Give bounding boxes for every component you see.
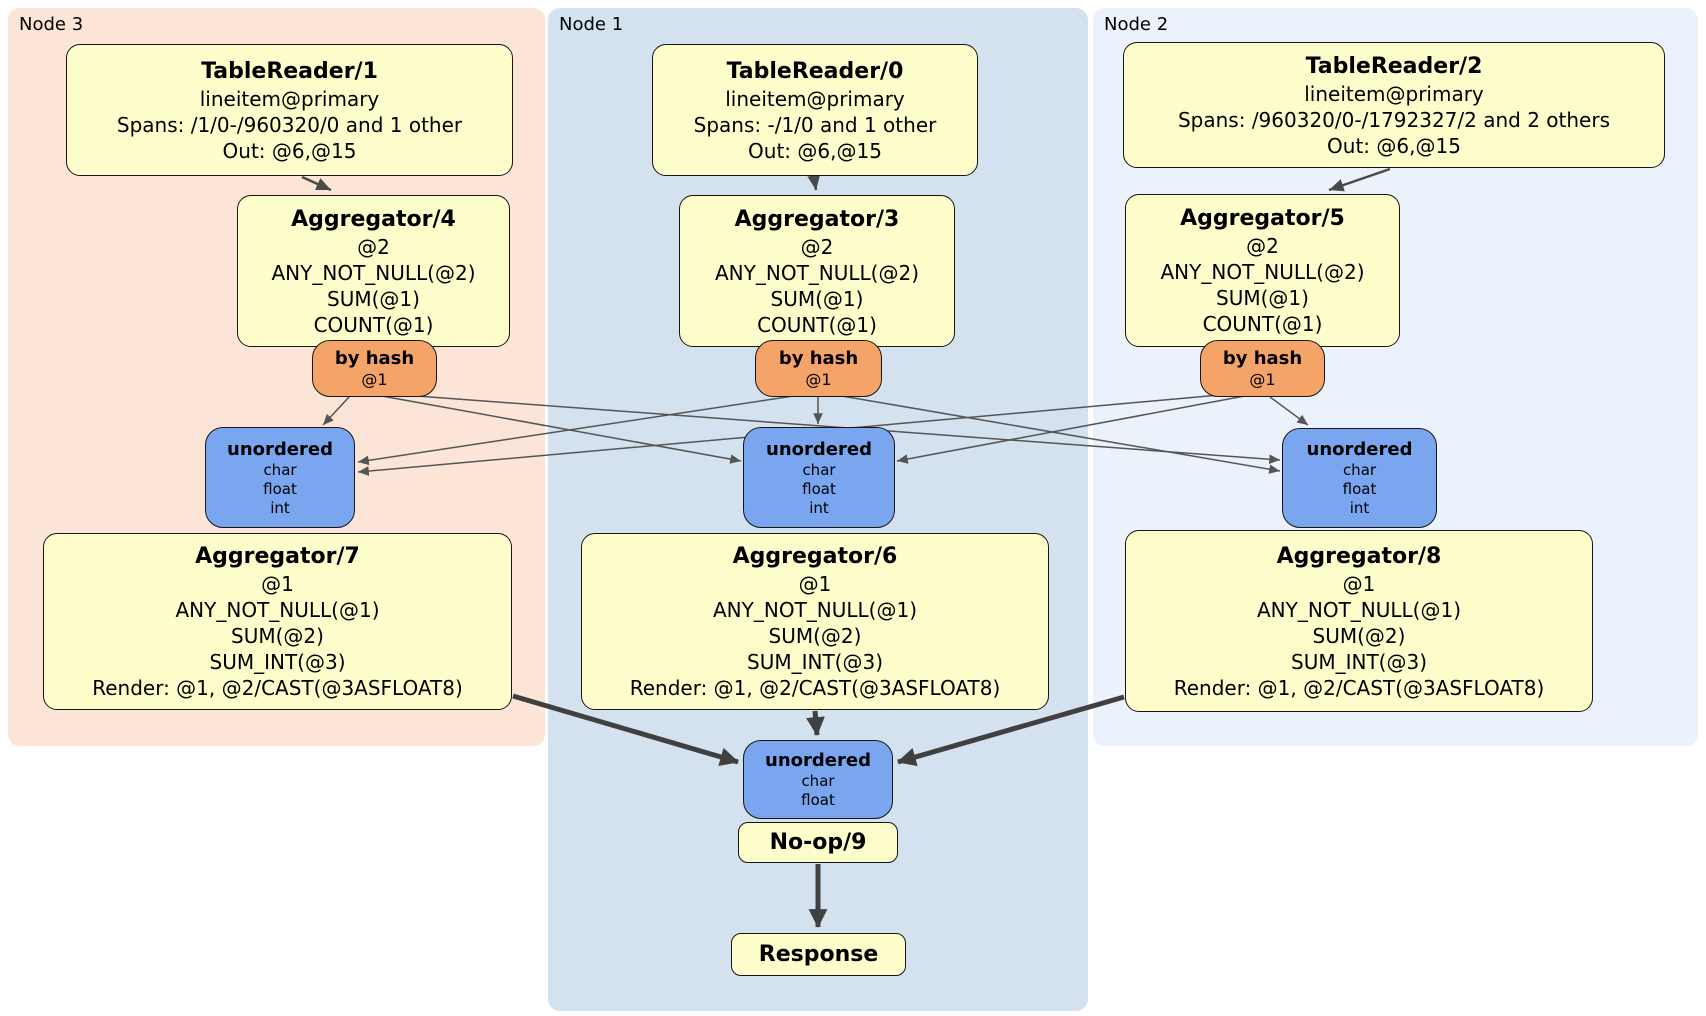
node-detail: @2 xyxy=(1246,234,1279,258)
node-detail: ANY_NOT_NULL(@2) xyxy=(1160,260,1365,284)
node-detail: COUNT(@1) xyxy=(313,312,434,337)
node-title: Aggregator/8 xyxy=(1276,543,1442,569)
node-title: TableReader/2 xyxy=(1305,53,1483,79)
sync-type: float xyxy=(1342,480,1377,498)
region-label-node2: Node 2 xyxy=(1104,14,1169,35)
node-detail: Render: @1, @2/CAST(@3ASFLOAT8) xyxy=(92,676,463,700)
sync-title: unordered xyxy=(1306,439,1413,460)
node-detail: SUM(@1) xyxy=(327,286,420,311)
node-detail: Out: @6,@15 xyxy=(222,138,357,163)
node-detail: SUM(@2) xyxy=(231,624,324,648)
node-title: Aggregator/4 xyxy=(291,206,456,232)
sync-type: int xyxy=(270,498,290,517)
router-by-hash-3: by hash @1 xyxy=(755,340,882,397)
node-detail: Render: @1, @2/CAST(@3ASFLOAT8) xyxy=(1173,675,1545,700)
sync-type: char xyxy=(263,460,297,479)
sync-unordered-right: unordered char float int xyxy=(1282,428,1437,528)
sync-unordered-final: unordered char float xyxy=(743,740,893,819)
node-detail: @1 xyxy=(261,572,294,596)
sync-type: float xyxy=(263,479,297,498)
sync-type: char xyxy=(1342,461,1377,479)
node-aggregator-4: Aggregator/4 @2 ANY_NOT_NULL(@2) SUM(@1)… xyxy=(237,195,510,347)
node-detail: SUM(@2) xyxy=(768,624,862,648)
node-detail: COUNT(@1) xyxy=(1202,312,1323,336)
sync-type: int xyxy=(1349,499,1370,517)
node-detail: ANY_NOT_NULL(@1) xyxy=(1257,597,1461,622)
node-title: Aggregator/6 xyxy=(732,544,898,569)
node-detail: lineitem@primary xyxy=(1304,81,1484,106)
node-detail: SUM_INT(@3) xyxy=(209,650,346,674)
sync-title: unordered xyxy=(227,438,333,460)
sync-type: float xyxy=(802,479,836,498)
node-noop-9: No-op/9 xyxy=(738,822,898,863)
node-detail: @2 xyxy=(357,234,390,259)
sync-unordered-left: unordered char float int xyxy=(205,427,355,528)
node-title: TableReader/1 xyxy=(201,58,378,84)
node-tablereader-0: TableReader/0 lineitem@primary Spans: -/… xyxy=(652,44,978,176)
node-detail: Spans: /960320/0-/1792327/2 and 2 others xyxy=(1177,107,1610,132)
node-detail: Out: @6,@15 xyxy=(1327,133,1461,158)
node-tablereader-1: TableReader/1 lineitem@primary Spans: /1… xyxy=(66,44,513,176)
sync-type: char xyxy=(801,772,835,790)
region-label-node1: Node 1 xyxy=(559,14,624,35)
node-detail: SUM_INT(@3) xyxy=(1291,649,1427,674)
node-detail: @1 xyxy=(798,572,832,596)
node-detail: ANY_NOT_NULL(@2) xyxy=(271,260,476,285)
router-detail: @1 xyxy=(361,370,388,389)
node-response: Response xyxy=(731,933,906,976)
node-aggregator-8: Aggregator/8 @1 ANY_NOT_NULL(@1) SUM(@2)… xyxy=(1125,530,1593,712)
node-detail: Render: @1, @2/CAST(@3ASFLOAT8) xyxy=(629,676,1001,700)
node-aggregator-6: Aggregator/6 @1 ANY_NOT_NULL(@1) SUM(@2)… xyxy=(581,533,1049,710)
sync-type: char xyxy=(802,460,836,479)
node-detail: ANY_NOT_NULL(@1) xyxy=(175,598,380,622)
sync-title: unordered xyxy=(765,750,871,771)
node-title: Aggregator/7 xyxy=(195,544,360,569)
node-detail: lineitem@primary xyxy=(725,86,905,111)
router-title: by hash xyxy=(778,348,859,369)
node-detail: COUNT(@1) xyxy=(757,312,877,337)
router-by-hash-5: by hash @1 xyxy=(1200,340,1325,397)
node-detail: @2 xyxy=(800,234,834,259)
node-title: Aggregator/5 xyxy=(1180,206,1345,231)
node-aggregator-7: Aggregator/7 @1 ANY_NOT_NULL(@1) SUM(@2)… xyxy=(43,533,512,710)
sync-title: unordered xyxy=(766,438,872,460)
sync-type: int xyxy=(809,498,829,517)
router-title: by hash xyxy=(334,348,415,369)
router-detail: @1 xyxy=(1249,370,1276,389)
node-detail: lineitem@primary xyxy=(199,86,380,111)
node-aggregator-3: Aggregator/3 @2 ANY_NOT_NULL(@2) SUM(@1)… xyxy=(679,195,955,347)
node-detail: SUM(@1) xyxy=(1216,286,1309,310)
node-detail: SUM_INT(@3) xyxy=(747,650,883,674)
node-title: No-op/9 xyxy=(769,830,867,855)
node-detail: @1 xyxy=(1342,571,1376,596)
region-label-node3: Node 3 xyxy=(19,14,84,35)
router-by-hash-4: by hash @1 xyxy=(312,340,437,397)
node-detail: SUM(@2) xyxy=(1312,623,1406,648)
node-detail: SUM(@1) xyxy=(770,286,864,311)
sync-type: float xyxy=(801,791,835,809)
router-title: by hash xyxy=(1222,348,1303,369)
node-title: TableReader/0 xyxy=(726,58,904,84)
node-aggregator-5: Aggregator/5 @2 ANY_NOT_NULL(@2) SUM(@1)… xyxy=(1125,194,1400,347)
sync-unordered-center: unordered char float int xyxy=(743,427,895,528)
node-title: Aggregator/3 xyxy=(734,206,900,232)
node-detail: ANY_NOT_NULL(@1) xyxy=(713,598,917,622)
node-title: Response xyxy=(758,942,879,967)
node-detail: Out: @6,@15 xyxy=(748,138,882,163)
node-detail: Spans: -/1/0 and 1 other xyxy=(693,112,937,137)
node-detail: Spans: /1/0-/960320/0 and 1 other xyxy=(116,112,463,137)
node-detail: ANY_NOT_NULL(@2) xyxy=(715,260,919,285)
router-detail: @1 xyxy=(805,370,832,389)
node-tablereader-2: TableReader/2 lineitem@primary Spans: /9… xyxy=(1123,42,1665,168)
